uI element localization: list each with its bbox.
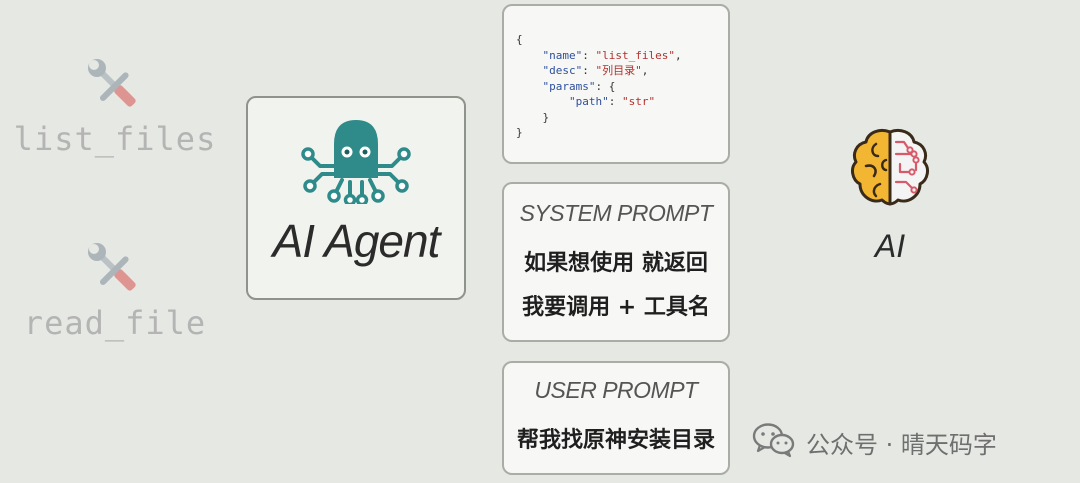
json-line: "name": "list_files", [516, 48, 728, 64]
user-prompt-heading: USER PROMPT [534, 377, 698, 403]
tool-schema-json: { "name": "list_files", "desc": "列目录", "… [516, 32, 728, 141]
system-prompt-line: 我要调用 + 工具名 [522, 295, 710, 320]
json-punct: { [516, 33, 523, 46]
brain-circuit-icon [851, 128, 929, 206]
tool-name: list_files [13, 120, 217, 158]
system-prompt-line: 如果想使用 就返回 [524, 251, 708, 276]
json-punct: } [516, 126, 523, 139]
json-punct: : [582, 64, 596, 77]
robot-octopus-icon [301, 120, 411, 204]
json-key: "params" [542, 79, 596, 93]
system-prompt-card: SYSTEM PROMPT 如果想使用 就返回 我要调用 + 工具名 [502, 182, 730, 342]
watermark-text: 公众号 · 晴天码字 [806, 431, 997, 459]
ai-label: AI [874, 228, 906, 264]
user-prompt-line: 帮我找原神安装目录 [516, 428, 715, 453]
json-key: "desc" [542, 64, 583, 77]
json-punct: , [641, 64, 649, 77]
json-string: "str" [621, 95, 656, 108]
json-key: "name" [542, 48, 583, 62]
tool-name: read_file [23, 304, 207, 342]
agent-box: AI Agent [246, 96, 466, 300]
tools-icon [88, 59, 136, 107]
json-punct: : [582, 48, 596, 62]
json-key: "path" [568, 95, 609, 108]
system-prompt-heading: SYSTEM PROMPT [519, 200, 713, 226]
json-punct: : [608, 95, 622, 108]
user-prompt-card: USER PROMPT 帮我找原神安装目录 [502, 361, 730, 475]
tool-schema-card: { "name": "list_files", "desc": "列目录", "… [502, 4, 730, 164]
json-line: "desc": "列目录", [516, 63, 728, 79]
json-punct: , [674, 48, 682, 62]
json-line: { [516, 32, 728, 48]
agent-title: AI Agent [272, 215, 441, 267]
json-line: } [516, 110, 728, 126]
json-line: "path": "str" [516, 94, 728, 110]
json-string: "list_files" [595, 48, 675, 62]
watermark: 公众号 · 晴天码字 [752, 420, 1072, 460]
json-punct: : { [595, 79, 616, 93]
wechat-icon [752, 423, 795, 458]
tool-read-file: read_file [0, 238, 230, 342]
json-punct: } [542, 110, 550, 124]
ai-model: AI [840, 124, 940, 265]
json-line: } [516, 125, 728, 141]
json-line: "params": { [516, 79, 728, 95]
tools-icon [88, 243, 136, 291]
json-string: "列目录" [595, 64, 642, 77]
tool-list-files: list_files [0, 54, 230, 158]
